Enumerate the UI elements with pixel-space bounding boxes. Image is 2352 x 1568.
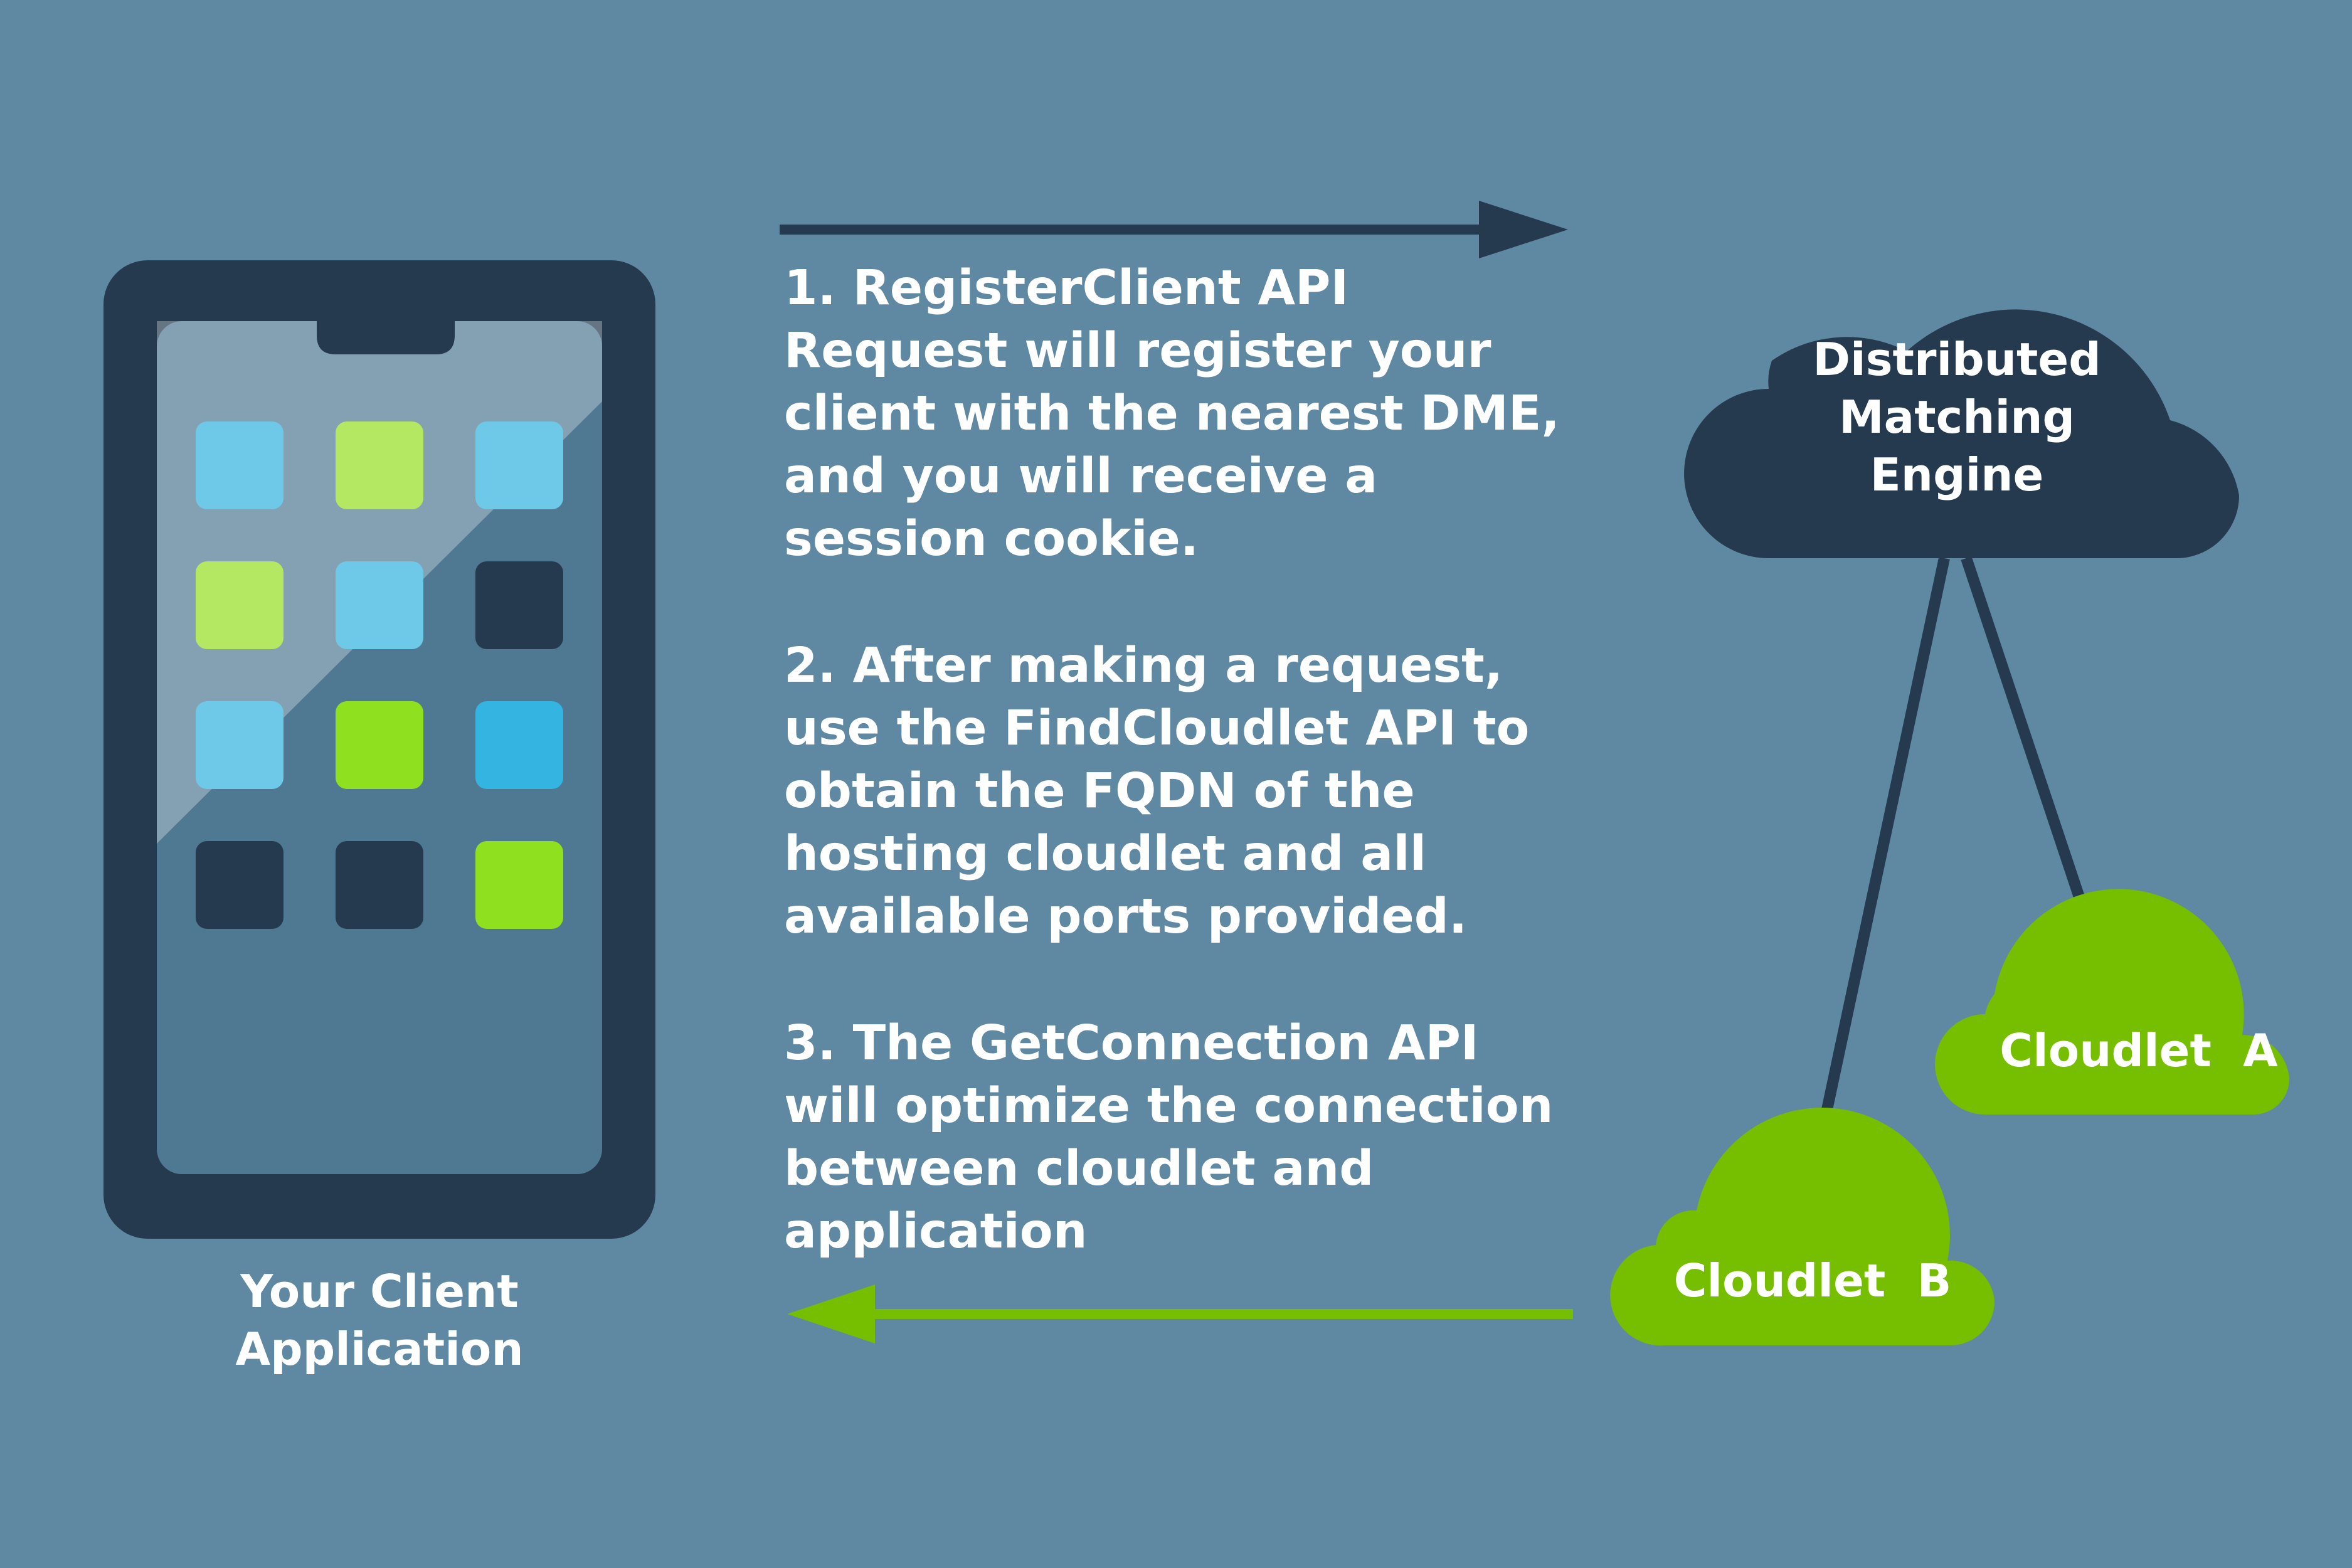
step-find-cloudlet: 2. After making a request, use the FindC… [784, 638, 1530, 945]
app-icon-tile [336, 561, 423, 649]
app-icon-tile [475, 841, 563, 929]
dme-to-cloudlet-b-line [1813, 557, 1950, 1149]
app-icon-tile [196, 421, 283, 509]
dme-to-cloudlet-a-line [1961, 556, 2091, 918]
cloudlet-a-cloud [1935, 889, 2289, 1115]
response-arrow [787, 1285, 1573, 1343]
app-icon-tile [336, 701, 423, 789]
dme-cloud [1684, 309, 2239, 558]
cloudlet-b-cloud [1610, 1108, 1994, 1346]
phone-illustration [103, 260, 655, 1239]
app-icon-tile [196, 701, 283, 789]
api-steps: 1. RegisterClient API Request will regis… [784, 257, 1599, 1263]
app-icon-tile [336, 841, 423, 929]
step-register-client: 1. RegisterClient API Request will regis… [784, 260, 1560, 567]
cloudlet-a-label: Cloudlet A [2000, 1024, 2278, 1077]
app-icon-tile [475, 421, 563, 509]
app-icon-tile [475, 701, 563, 789]
app-icon-tile [196, 841, 283, 929]
client-application-label: Your Client Application [235, 1265, 524, 1375]
app-icon-tile [336, 421, 423, 509]
dme-label: Distributed Matching Engine [1813, 333, 2101, 501]
step-get-connection: 3. The GetConnection API will optimize t… [784, 1015, 1554, 1259]
cloudlet-b-label: Cloudlet B [1673, 1254, 1952, 1307]
request-arrow [780, 201, 1568, 258]
app-icon-tile [475, 561, 563, 649]
app-icon-tile [196, 561, 283, 649]
phone-notch [317, 317, 455, 354]
app-icon-grid [196, 421, 563, 929]
